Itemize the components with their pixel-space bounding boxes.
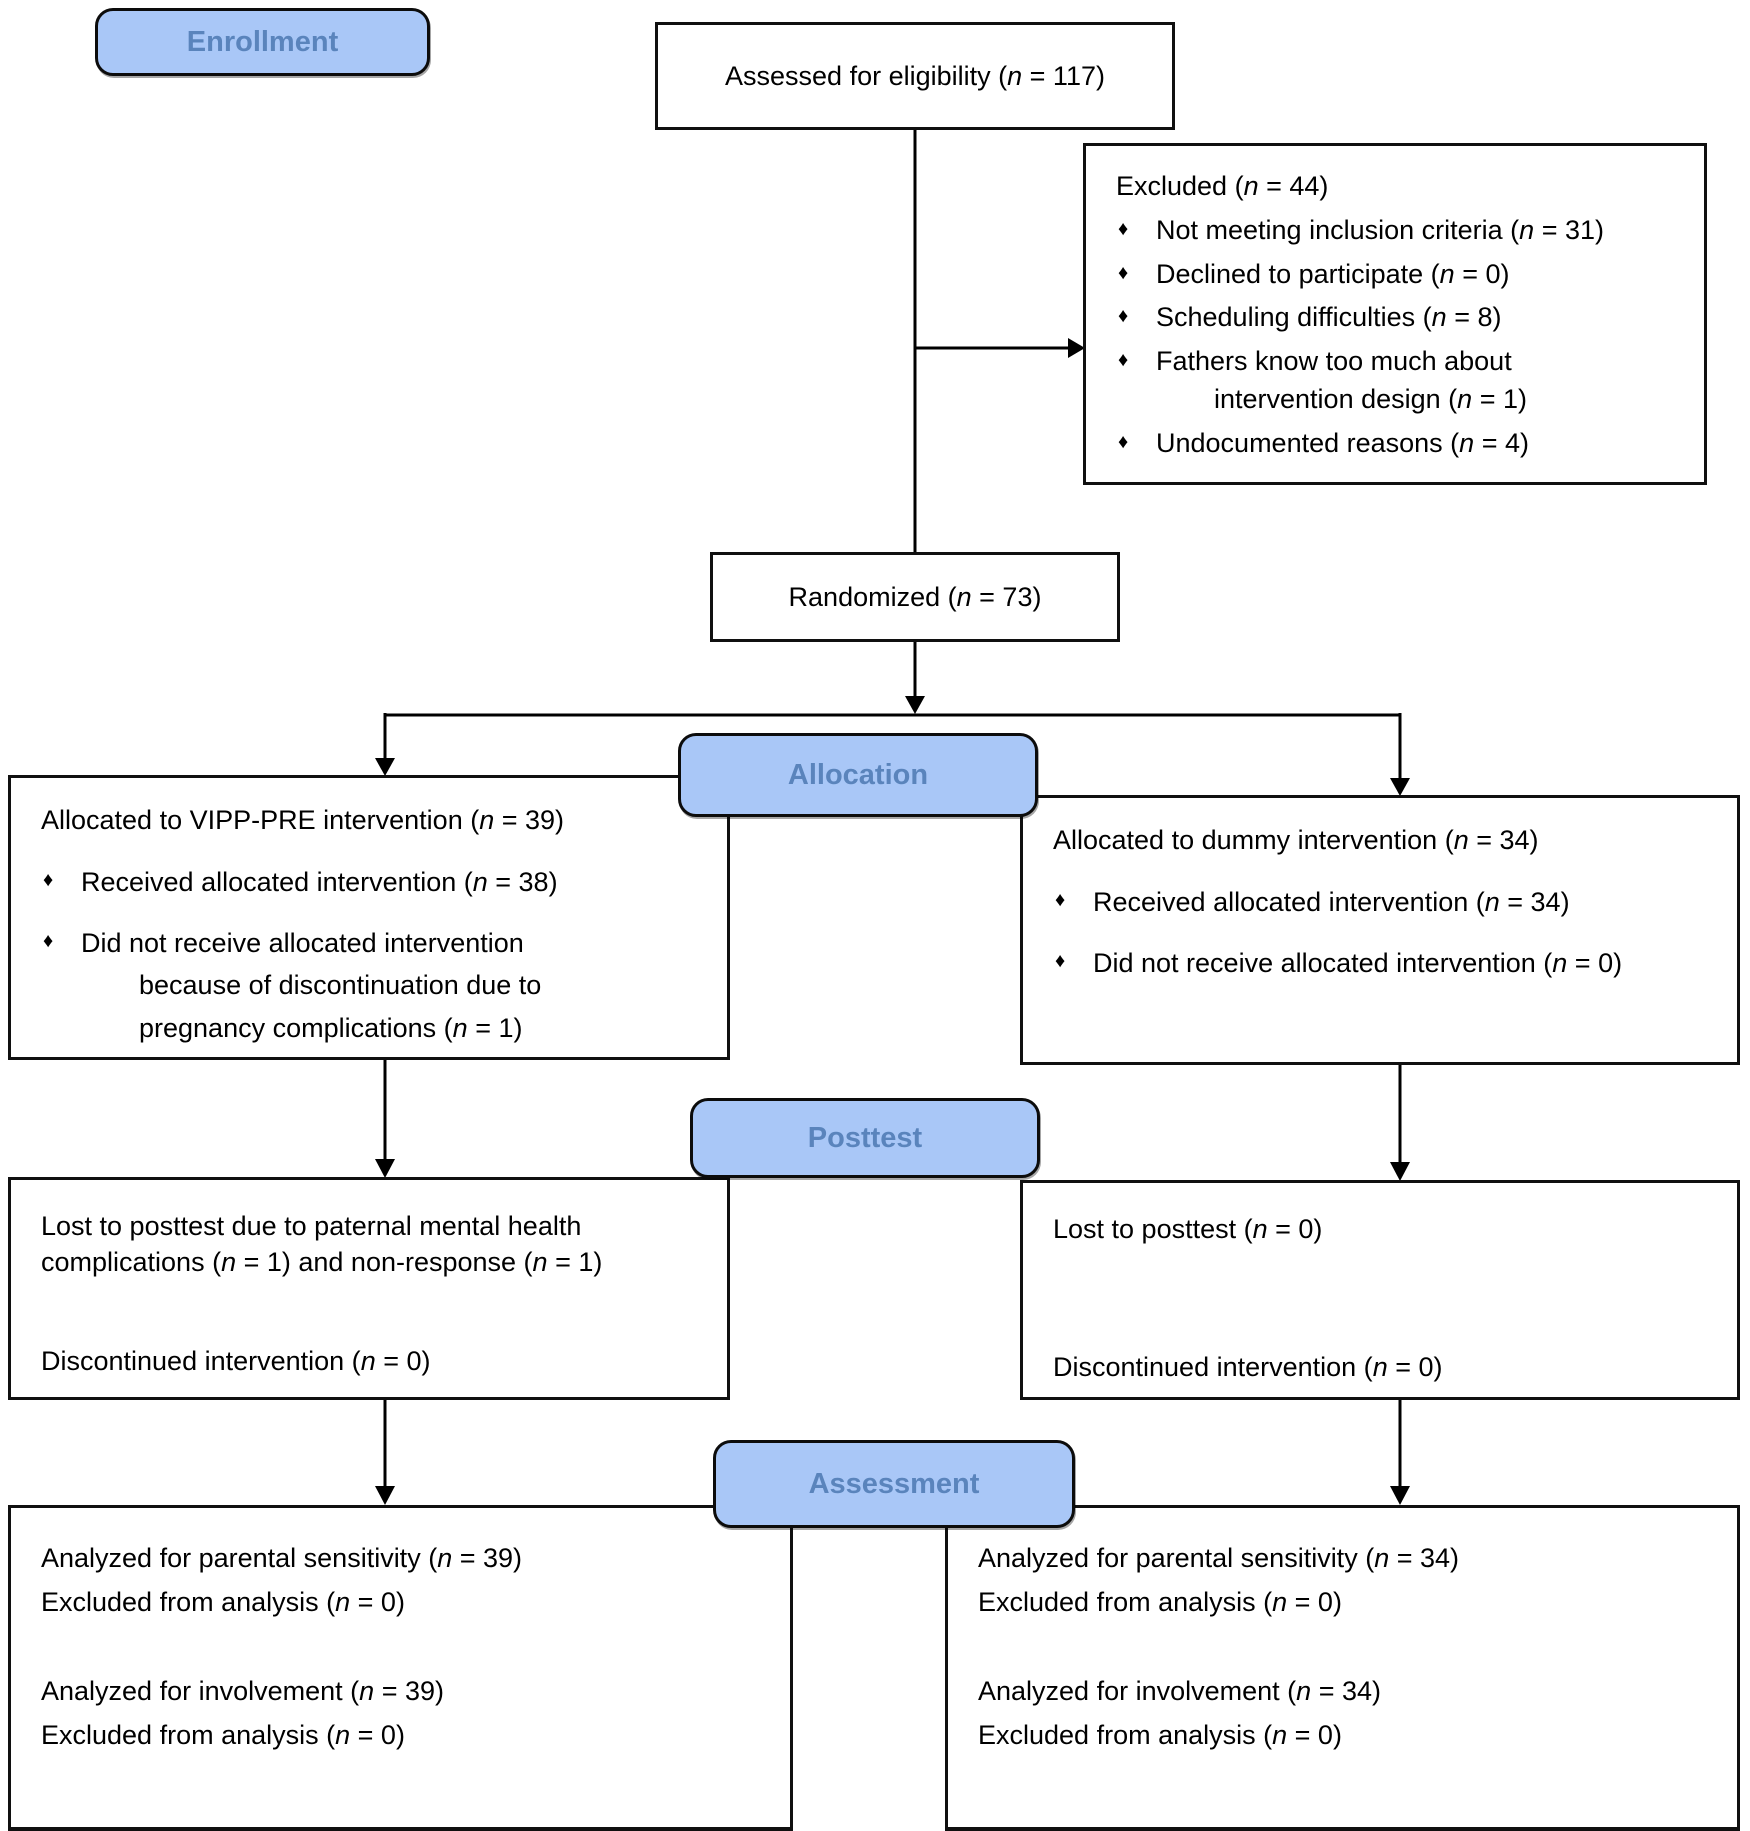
excluded-bullet: ♦ Undocumented reasons (n = 4) [1116,427,1674,461]
posttest-right-line2: Discontinued intervention (n = 0) [1053,1352,1443,1383]
bullet-diamond-icon: ♦ [43,929,54,952]
allocation-left-box: Allocated to VIPP-PRE intervention (n = … [8,775,730,1060]
allocation-right-bullet: ♦ Did not receive allocated intervention… [1053,945,1707,981]
excluded-bullet: ♦ Declined to participate (n = 0) [1116,258,1674,292]
enrollment-badge: Enrollment [95,8,430,76]
allocation-left-bullet-text: Did not receive allocated intervention [81,927,524,958]
bullet-diamond-icon: ♦ [1055,889,1066,912]
arrowhead-alloc-left [375,758,395,776]
excluded-box: Excluded (n = 44) ♦ Not meeting inclusio… [1083,143,1707,485]
analysis-left-line4: Excluded from analysis (n = 0) [41,1720,405,1751]
allocation-left-bullet-continuation: pregnancy complications (n = 1) [139,1012,523,1043]
allocation-right-bullet: ♦ Received allocated intervention (n = 3… [1053,884,1707,920]
allocation-left-title: Allocated to VIPP-PRE intervention (n = … [41,805,565,835]
allocation-left-bullet-text: Received allocated intervention (n = 38) [81,867,558,898]
analysis-left-box: Analyzed for parental sensitivity (n = 3… [8,1505,793,1831]
posttest-left-line2: Discontinued intervention (n = 0) [41,1345,431,1376]
arrowhead-posttest-left [375,1159,395,1178]
allocation-right-bullet-text: Did not receive allocated intervention (… [1093,947,1623,978]
analysis-right-box: Analyzed for parental sensitivity (n = 3… [945,1505,1740,1831]
excluded-bullet: ♦ Fathers know too much about interventi… [1116,345,1674,417]
excluded-bullet-text: Undocumented reasons (n = 4) [1156,427,1529,458]
bullet-diamond-icon: ♦ [43,869,54,892]
randomized-box: Randomized (n = 73) [710,552,1120,642]
bullet-diamond-icon: ♦ [1118,430,1129,453]
allocation-right-title: Allocated to dummy intervention (n = 34) [1053,825,1539,855]
analysis-right-line1: Analyzed for parental sensitivity (n = 3… [978,1543,1460,1573]
allocation-right-list: ♦ Received allocated intervention (n = 3… [1053,884,1707,981]
assessment-badge-label: Assessment [808,1467,980,1500]
analysis-left-line2: Excluded from analysis (n = 0) [41,1587,405,1618]
excluded-bullet: ♦ Not meeting inclusion criteria (n = 31… [1116,214,1674,248]
arrowhead-analysis-left [375,1486,395,1505]
excluded-title: Excluded (n = 44) [1116,171,1329,201]
excluded-list: ♦ Not meeting inclusion criteria (n = 31… [1116,214,1674,461]
enrollment-badge-label: Enrollment [186,25,339,58]
allocation-left-bullet-continuation: because of discontinuation due to [139,970,542,1001]
analysis-right-line4: Excluded from analysis (n = 0) [978,1720,1342,1751]
analysis-right-line3: Analyzed for involvement (n = 34) [978,1675,1381,1706]
bullet-diamond-icon: ♦ [1055,949,1066,972]
excluded-bullet-text: Not meeting inclusion criteria (n = 31) [1156,214,1604,245]
posttest-left-box: Lost to posttest due to paternal mental … [8,1177,730,1400]
excluded-bullet-text: Fathers know too much about [1156,346,1512,376]
bullet-diamond-icon: ♦ [1118,305,1129,328]
excluded-bullet-text: Scheduling difficulties (n = 8) [1156,302,1502,333]
allocation-left-bullet: ♦ Did not receive allocated intervention… [41,925,697,1046]
excluded-bullet: ♦ Scheduling difficulties (n = 8) [1116,301,1674,335]
allocation-badge: Allocation [678,733,1038,817]
assessment-badge: Assessment [713,1440,1075,1528]
bullet-diamond-icon: ♦ [1118,217,1129,240]
allocation-left-list: ♦ Received allocated intervention (n = 3… [41,864,697,1046]
allocation-left-bullet: ♦ Received allocated intervention (n = 3… [41,864,697,900]
arrowhead-posttest-right [1390,1162,1410,1181]
analysis-left-line3: Analyzed for involvement (n = 39) [41,1675,444,1706]
allocation-right-box: Allocated to dummy intervention (n = 34)… [1020,795,1740,1065]
assessed-text: Assessed for eligibility (n = 117) [725,60,1105,91]
excluded-bullet-continuation: intervention design (n = 1) [1214,383,1527,414]
arrowhead-analysis-right [1390,1486,1410,1505]
arrowhead-alloc-right [1390,778,1410,796]
arrowhead-split [905,696,925,714]
bullet-diamond-icon: ♦ [1118,349,1129,371]
randomized-text: Randomized (n = 73) [788,581,1042,612]
posttest-left-line1: Lost to posttest due to paternal mental … [41,1211,603,1278]
analysis-right-line2: Excluded from analysis (n = 0) [978,1587,1342,1618]
analysis-left-line1: Analyzed for parental sensitivity (n = 3… [41,1543,523,1573]
posttest-badge: Posttest [690,1098,1040,1178]
posttest-right-box: Lost to posttest (n = 0) Discontinued in… [1020,1180,1740,1400]
assessed-box: Assessed for eligibility (n = 117) [655,22,1175,130]
allocation-badge-label: Allocation [787,758,929,791]
posttest-right-line1: Lost to posttest (n = 0) [1053,1214,1323,1244]
posttest-badge-label: Posttest [807,1121,923,1154]
bullet-diamond-icon: ♦ [1118,261,1129,284]
allocation-right-bullet-text: Received allocated intervention (n = 34) [1093,887,1570,918]
excluded-bullet-text: Declined to participate (n = 0) [1156,258,1510,289]
